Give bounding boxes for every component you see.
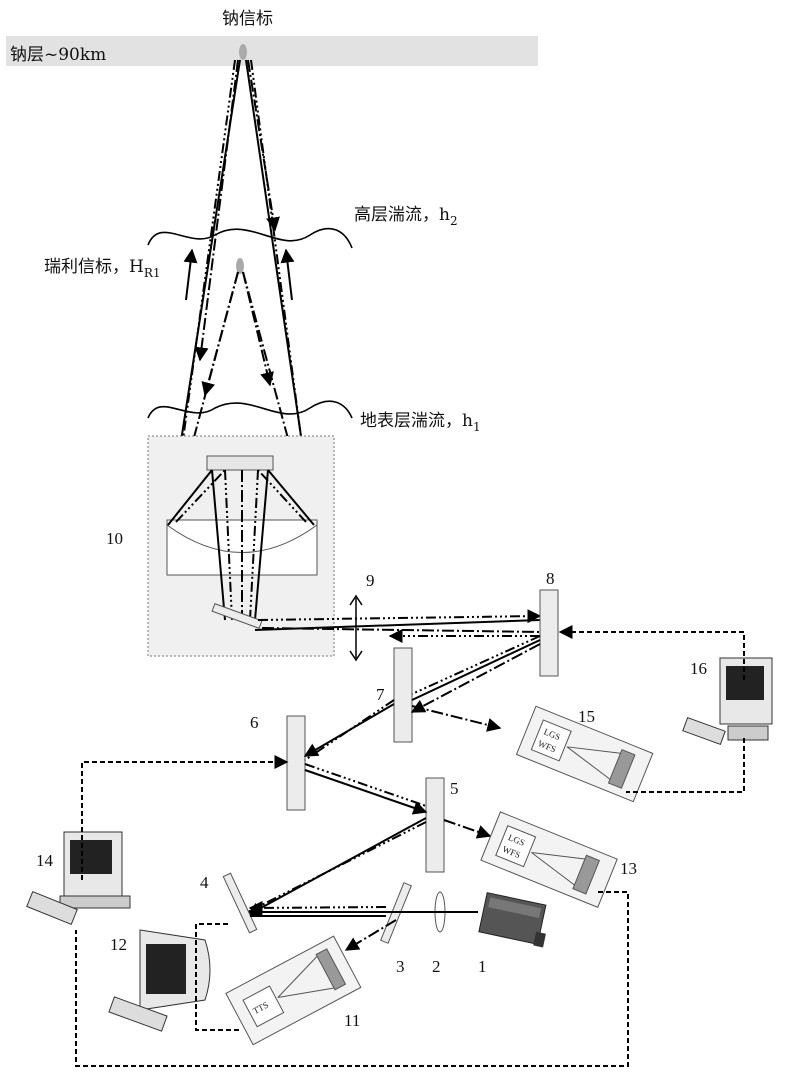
rayleigh-beacon-label: 瑞利信标，HR1 [44,257,161,280]
label-9: 9 [366,571,375,590]
label-2: 2 [432,957,441,976]
ground-turbulence-label: 地表层湍流，h1 [360,411,481,434]
high-turbulence-label: 高层湍流，h2 [354,205,458,228]
label-5: 5 [450,779,459,798]
sodium-beacon-spot [239,44,247,60]
mirror-5 [426,778,444,872]
ground-turbulence-layer [148,401,352,418]
secondary-mirror [207,456,273,470]
label-4: 4 [200,873,209,892]
tts-11: TTS [226,936,361,1044]
mirror-6 [287,716,305,810]
label-8: 8 [546,569,555,588]
label-10: 10 [106,529,123,548]
label-15: 15 [578,707,595,726]
sodium-layer-label: 钠层~90km [10,45,106,65]
mirror-7 [394,648,412,742]
rayleigh-beacon-spot [236,258,244,274]
label-11: 11 [344,1011,360,1030]
lgs-wfs-13: LGS WFS [481,812,617,907]
sodium-beacon-label: 钠信标 [222,9,273,29]
label-12: 12 [110,935,127,954]
label-1: 1 [478,957,487,976]
laser-source-1 [478,893,551,948]
label-7: 7 [376,685,385,704]
computer-14 [27,832,130,924]
label-16: 16 [690,659,707,678]
mirror-8 [540,590,558,676]
label-13: 13 [620,859,637,878]
label-3: 3 [396,957,405,976]
mirror-4 [223,873,256,933]
high-turbulence-layer [148,229,352,248]
label-14: 14 [36,851,54,870]
label-6: 6 [250,713,259,732]
